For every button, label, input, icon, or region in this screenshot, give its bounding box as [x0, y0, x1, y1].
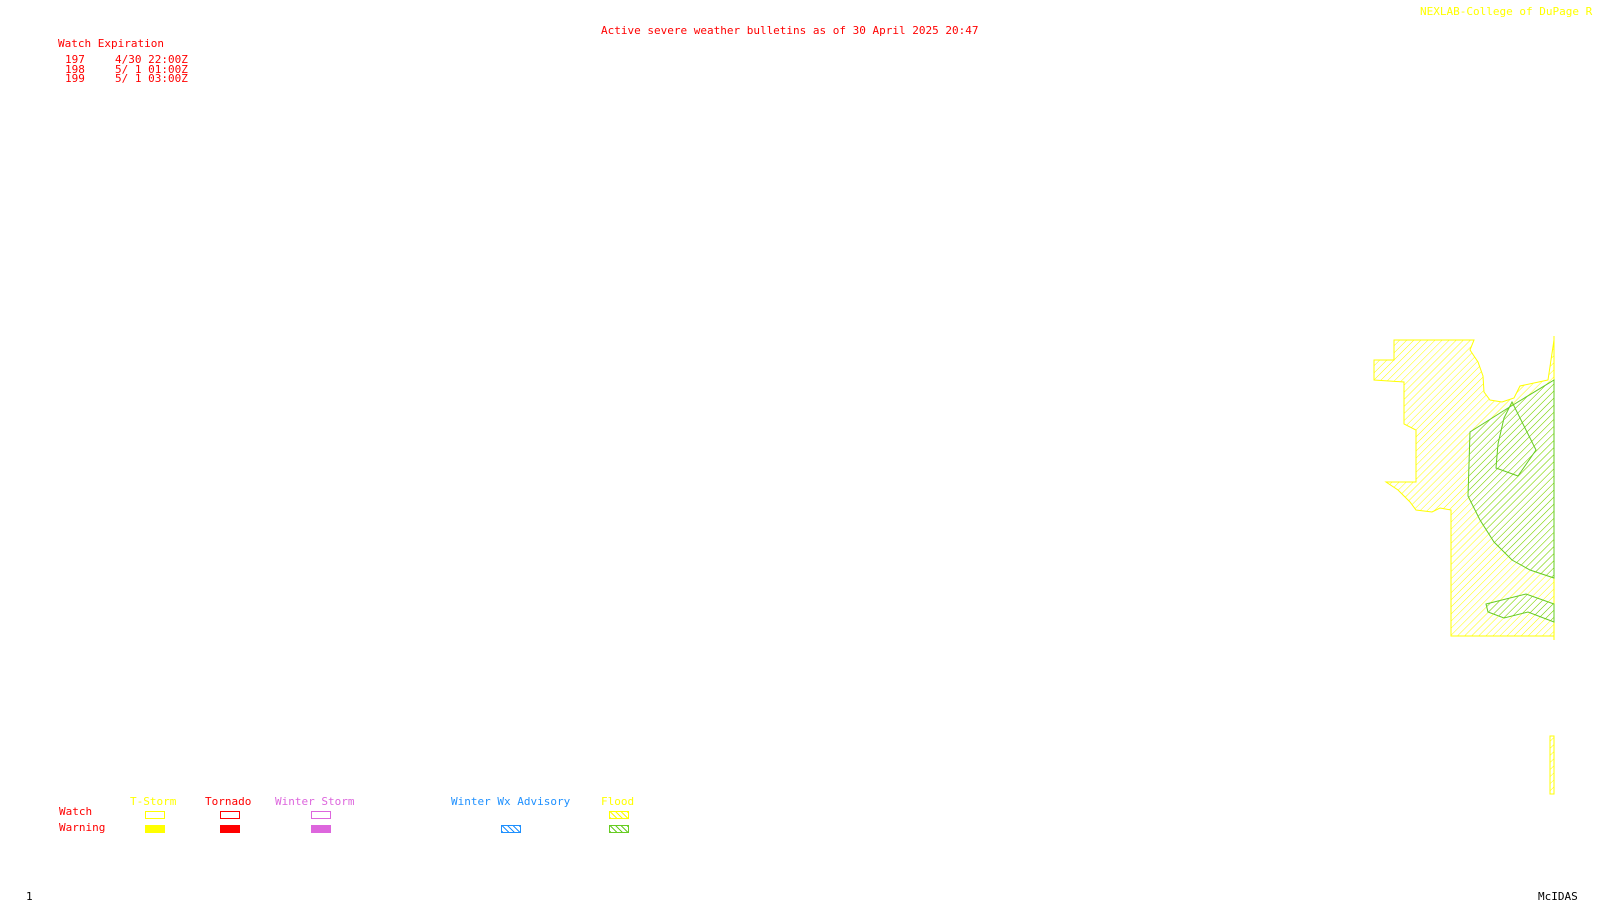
- legend-tornado-warning-swatch: [220, 825, 240, 833]
- legend-flood-warning-swatch: [609, 825, 629, 833]
- flood-warning-area-south: [1485, 593, 1555, 623]
- legend-flood-label: Flood: [601, 795, 635, 808]
- legend-winter-advisory-swatch: [501, 825, 521, 833]
- watch-expiry: 5/ 1 01:00Z: [115, 63, 188, 76]
- frame-number: 1: [26, 890, 33, 903]
- flood-warning-area: [1467, 379, 1555, 579]
- legend-tstorm-watch-swatch: [145, 811, 165, 819]
- legend-flood-watch-swatch: [609, 811, 629, 819]
- bulletin-title: Active severe weather bulletins as of 30…: [601, 24, 979, 37]
- watch-expiry: 5/ 1 03:00Z: [115, 72, 188, 85]
- software-label: McIDAS: [1538, 890, 1578, 903]
- legend-tornado-label: Tornado: [205, 795, 252, 808]
- legend-tornado-watch-swatch: [220, 811, 240, 819]
- watch-number: 197: [65, 53, 85, 66]
- legend-winter-storm-warning-swatch: [311, 825, 331, 833]
- watch-expiration-heading: Watch Expiration: [58, 37, 164, 50]
- credit-label: NEXLAB-College of DuPage R: [1420, 5, 1593, 18]
- legend-tstorm-label: T-Storm: [130, 795, 177, 808]
- legend-row-watch: Watch: [59, 805, 93, 818]
- flood-watch-sliver: [1549, 735, 1555, 795]
- legend-row-warning: Warning: [59, 821, 106, 834]
- watch-expiry: 4/30 22:00Z: [115, 53, 188, 66]
- legend-winter-storm-label: Winter Storm: [275, 795, 355, 808]
- legend-winter-advisory-label: Winter Wx Advisory: [451, 795, 571, 808]
- legend-tstorm-warning-swatch: [145, 825, 165, 833]
- legend-winter-storm-watch-swatch: [311, 811, 331, 819]
- flood-warning-area-inner: [1495, 400, 1537, 477]
- watch-number: 198: [65, 63, 85, 76]
- watch-number: 199: [65, 72, 85, 85]
